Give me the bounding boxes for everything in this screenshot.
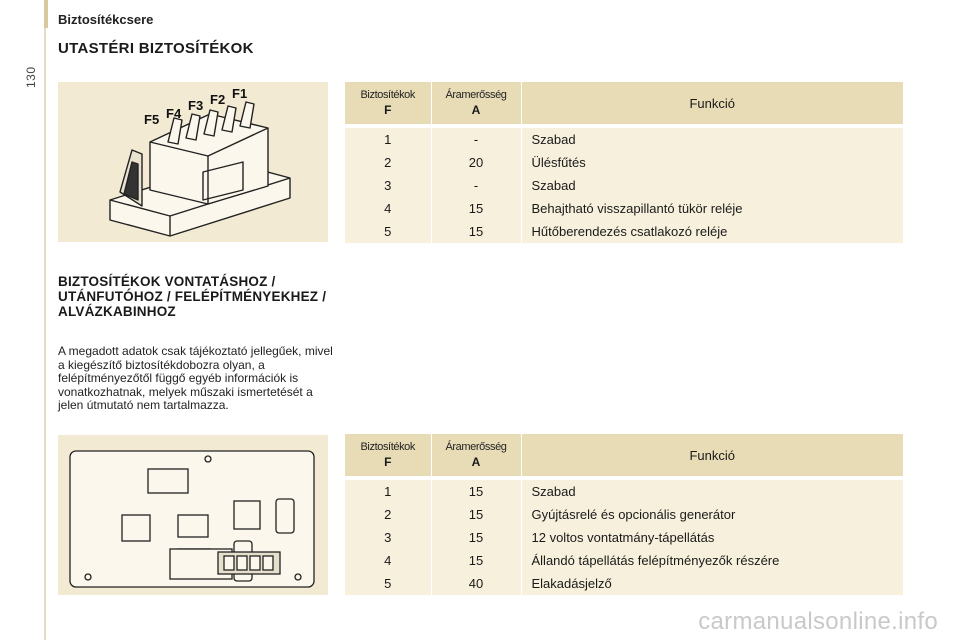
table-row: 4 15 Állandó tápellátás felépítményezők … [345,549,903,572]
interior-fusebox-diagram: F5 F4 F3 F2 F1 [58,82,328,242]
side-rule [44,0,46,640]
fuse-label-f2: F2 [210,92,225,107]
table-row: 1 15 Szabad [345,480,903,503]
table-row: 5 15 Hűtőberendezés csatlakozó reléje [345,220,903,243]
table-row: 4 15 Behajtható visszapillantó tükör rel… [345,197,903,220]
watermark: carmanualsonline.info [698,608,938,635]
towing-section-title: BIZTOSÍTÉKOK VONTATÁSHOZ / UTÁNFUTÓHOZ /… [58,274,327,319]
table-row: 2 20 Ülésfűtés [345,151,903,174]
interior-fuse-table: Biztosítékok F Áramerősség A Funkció 1 -… [345,82,903,243]
function-column-header: Funkció [521,82,903,124]
fuse-column-header: Biztosítékok F [345,82,432,124]
fuse-label-f4: F4 [166,106,182,121]
top-accent-bar [44,0,48,28]
page-number: 130 [24,66,38,88]
table-row: 1 - Szabad [345,128,903,151]
auxiliary-fusebox-diagram [58,435,328,595]
table-row: 3 - Szabad [345,174,903,197]
fuse-label-f5: F5 [144,112,159,127]
chapter-title: Biztosítékcsere [58,12,154,27]
table-row: 2 15 Gyújtásrelé és opcionális generátor [345,503,903,526]
table-row: 3 15 12 voltos vontatmány-tápellátás [345,526,903,549]
towing-fuse-table: Biztosítékok F Áramerősség A Funkció 1 1… [345,434,903,595]
amperage-column-header: Áramerősség A [431,434,522,476]
fuse-label-f3: F3 [188,98,203,113]
amperage-column-header: Áramerősség A [431,82,522,124]
fuse-column-header: Biztosítékok F [345,434,432,476]
function-column-header: Funkció [521,434,903,476]
table-row: 5 40 Elakadásjelző [345,572,903,595]
fuse-label-f1: F1 [232,86,247,101]
section-title: UTASTÉRI BIZTOSÍTÉKOK [58,40,254,57]
towing-section-body: A megadott adatok csak tájékoztató jelle… [58,344,333,412]
